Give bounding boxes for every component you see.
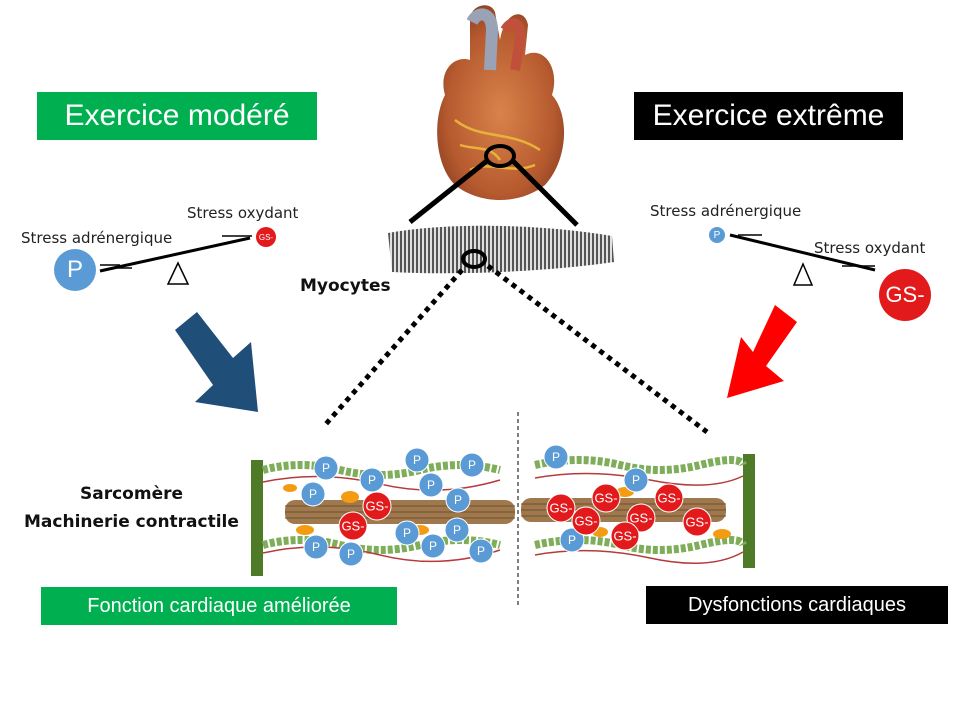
left-adrenergic-stress-label: Stress adrénergique — [21, 229, 173, 247]
glutathione-marker — [571, 506, 601, 536]
right-adrenergic-stress-label: Stress adrénergique — [650, 202, 802, 220]
phosphate-marker — [394, 520, 420, 546]
phosphate-marker-label: P — [552, 450, 560, 464]
glutathione-marker — [591, 483, 621, 513]
phosphate-marker — [445, 487, 471, 513]
myocyte-strip — [388, 225, 614, 274]
right-balance — [709, 227, 931, 321]
phosphate-marker-label: P — [427, 478, 435, 492]
moderate-exercise-title: Exercice modéré — [37, 92, 317, 140]
glutathione-marker — [682, 507, 712, 537]
phosphate-marker-label: P — [309, 487, 317, 501]
cardiac-dysfunction-box: Dysfonctions cardiaques — [646, 586, 948, 624]
phosphate-marker-label: P — [368, 473, 376, 487]
phosphate-marker — [420, 533, 446, 559]
glutathione-marker-label: GS- — [594, 491, 617, 506]
glutathione-marker — [546, 493, 576, 523]
phosphate-marker — [300, 481, 326, 507]
phosphate-marker — [313, 455, 339, 481]
phosphate-marker — [559, 527, 585, 553]
phosphate-marker-label: P — [403, 526, 411, 540]
right-p-symbol: P — [713, 229, 721, 241]
phosphate-marker — [459, 452, 485, 478]
glutathione-marker — [362, 491, 392, 521]
left-arrow-icon — [175, 312, 258, 412]
phosphate-marker — [468, 538, 494, 564]
phosphate-marker-label: P — [477, 544, 485, 558]
sarcomere-label: Sarcomère — [80, 484, 184, 504]
phosphate-marker-label: P — [453, 523, 461, 537]
myocytes-label: Myocytes — [300, 276, 391, 296]
glutathione-marker-label: GS- — [549, 501, 572, 516]
left-gs-symbol: GS- — [258, 232, 274, 242]
heart-illustration — [437, 5, 565, 200]
phosphate-marker-label: P — [454, 493, 462, 507]
phosphate-marker-label: P — [347, 547, 355, 561]
phosphate-marker — [404, 447, 430, 473]
phosphate-marker — [338, 541, 364, 567]
glutathione-marker-label: GS- — [574, 514, 597, 529]
phosphate-marker — [359, 467, 385, 493]
right-oxidative-stress-label: Stress oxydant — [814, 239, 926, 257]
glutathione-marker-label: GS- — [685, 515, 708, 530]
glutathione-marker-label: GS- — [657, 491, 680, 506]
left-oxidative-stress-label: Stress oxydant — [187, 204, 299, 222]
glutathione-marker — [610, 521, 640, 551]
right-gs-symbol: GS- — [885, 282, 925, 307]
glutathione-marker — [338, 511, 368, 541]
phosphate-marker — [623, 467, 649, 493]
phosphate-marker-label: P — [568, 533, 576, 547]
improved-cardiac-function-box: Fonction cardiaque améliorée — [41, 587, 397, 625]
glutathione-marker-label: GS- — [629, 511, 652, 526]
extreme-exercise-title: Exercice extrême — [634, 92, 903, 140]
phosphate-marker-label: P — [468, 458, 476, 472]
glutathione-marker-label: GS- — [341, 519, 364, 534]
phosphate-marker-label: P — [413, 453, 421, 467]
phosphate-marker-label: P — [429, 539, 437, 553]
phosphate-marker — [418, 472, 444, 498]
glutathione-marker — [654, 483, 684, 513]
glutathione-marker-label: GS- — [365, 499, 388, 514]
left-p-symbol: P — [66, 256, 83, 283]
right-arrow-icon — [727, 305, 797, 398]
phosphate-marker — [444, 517, 470, 543]
left-balance — [54, 227, 276, 291]
phosphate-marker — [543, 444, 569, 470]
glutathione-marker-label: GS- — [613, 529, 636, 544]
phosphate-marker — [303, 534, 329, 560]
phosphate-marker-label: P — [312, 540, 320, 554]
phosphate-marker-label: P — [322, 461, 330, 475]
contractile-machinery-label: Machinerie contractile — [24, 512, 239, 532]
phosphate-marker-label: P — [632, 473, 640, 487]
